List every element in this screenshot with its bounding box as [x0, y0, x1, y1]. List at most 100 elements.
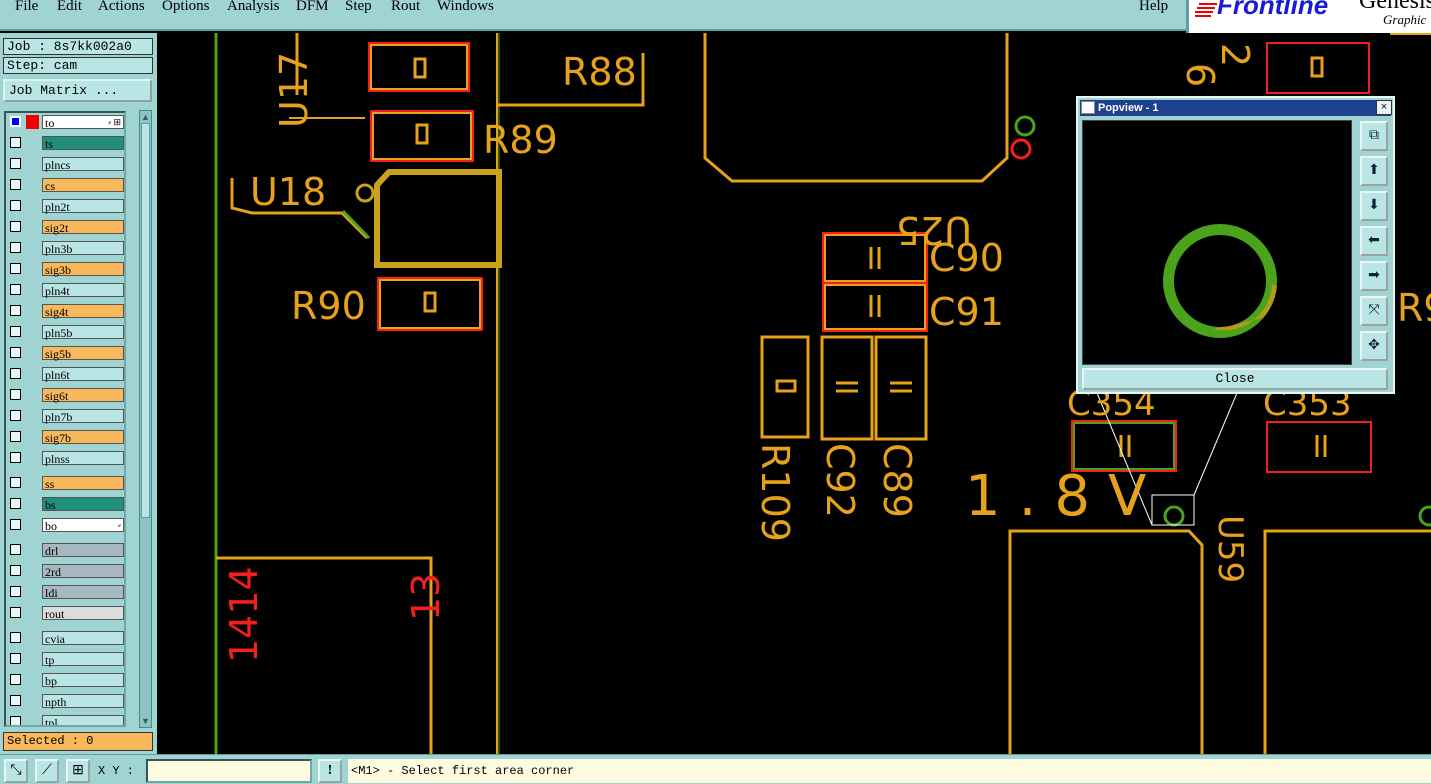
- layer-checkbox[interactable]: [10, 158, 21, 169]
- layer-checkbox[interactable]: [10, 242, 21, 253]
- menu-help[interactable]: Help: [1139, 0, 1169, 14]
- layer-row-2rd[interactable]: 2rd: [8, 564, 124, 579]
- layer-label[interactable]: tp: [42, 652, 124, 667]
- graphics-canvas[interactable]: U17 R88 R89 U18 U25 C90 C91 R90 R109 C92…: [157, 31, 1431, 754]
- layer-checkbox[interactable]: [10, 305, 21, 316]
- layer-label[interactable]: drl: [42, 543, 124, 558]
- layer-label[interactable]: ss: [42, 476, 124, 491]
- layer-label[interactable]: sig3b: [42, 262, 124, 277]
- menu-dfm[interactable]: DFM: [296, 0, 329, 14]
- popview-canvas[interactable]: [1082, 120, 1352, 365]
- menu-rout[interactable]: Rout: [391, 0, 421, 14]
- layer-checkbox[interactable]: [10, 221, 21, 232]
- layer-label[interactable]: ts: [42, 136, 124, 151]
- layer-label[interactable]: sig7b: [42, 430, 124, 445]
- layer-label[interactable]: 2rd: [42, 564, 124, 579]
- layer-row-npth[interactable]: npth: [8, 694, 124, 709]
- pcb-view[interactable]: U17 R88 R89 U18 U25 C90 C91 R90 R109 C92…: [157, 31, 1431, 754]
- layer-row-cs[interactable]: cs: [8, 178, 124, 193]
- layer-checkbox[interactable]: [10, 389, 21, 400]
- layer-checkbox[interactable]: [10, 116, 21, 127]
- layer-row-rout[interactable]: rout: [8, 606, 124, 621]
- layer-row-pln4t[interactable]: pln4t: [8, 283, 124, 298]
- layer-label[interactable]: sig2t: [42, 220, 124, 235]
- layer-checkbox[interactable]: [10, 431, 21, 442]
- layer-checkbox[interactable]: [10, 674, 21, 685]
- layer-checkbox[interactable]: [10, 544, 21, 555]
- layer-checkbox[interactable]: [10, 653, 21, 664]
- menu-step[interactable]: Step: [345, 0, 372, 14]
- layer-label[interactable]: rout: [42, 606, 124, 621]
- layer-checkbox[interactable]: [10, 452, 21, 463]
- layer-row-ts[interactable]: ts: [8, 136, 124, 151]
- scroll-down-icon[interactable]: ▼: [141, 716, 150, 726]
- pan-right-icon[interactable]: ➡: [1360, 261, 1388, 291]
- menu-actions[interactable]: Actions: [98, 0, 145, 14]
- zoom-window-icon[interactable]: ⤡: [4, 759, 28, 783]
- job-matrix-button[interactable]: Job Matrix ...: [3, 79, 152, 102]
- layer-row-pln3b[interactable]: pln3b: [8, 241, 124, 256]
- layer-label[interactable]: tpl: [42, 715, 124, 725]
- layer-row-tp[interactable]: tp: [8, 652, 124, 667]
- layer-checkbox[interactable]: [10, 586, 21, 597]
- layer-row-sig7b[interactable]: sig7b: [8, 430, 124, 445]
- layer-label[interactable]: cs: [42, 178, 124, 193]
- layer-label[interactable]: to: [42, 115, 124, 130]
- layer-checkbox[interactable]: [10, 477, 21, 488]
- layer-checkbox[interactable]: [10, 410, 21, 421]
- zoom-out-icon[interactable]: ✥: [1360, 331, 1388, 361]
- zoom-extents-icon[interactable]: ⧉: [1360, 121, 1388, 151]
- layer-checkbox[interactable]: [10, 632, 21, 643]
- scroll-thumb[interactable]: [141, 123, 150, 518]
- layer-checkbox[interactable]: [10, 519, 21, 530]
- popview-close-button[interactable]: Close: [1082, 368, 1388, 390]
- layer-row-bo[interactable]: bo⸗: [8, 518, 124, 533]
- layer-row-bp[interactable]: bp: [8, 673, 124, 688]
- layer-row-sig2t[interactable]: sig2t: [8, 220, 124, 235]
- zoom-in-icon[interactable]: ⤧: [1360, 296, 1388, 326]
- pan-down-icon[interactable]: ⬇: [1360, 191, 1388, 221]
- layer-list[interactable]: to⸗ ⊞ ts plncs cs pln2t sig2t pln3b sig3b pln4t s…: [4, 111, 126, 727]
- layer-row-sig3b[interactable]: sig3b: [8, 262, 124, 277]
- layer-row-sig5b[interactable]: sig5b: [8, 346, 124, 361]
- layer-label[interactable]: pln4t: [42, 283, 124, 298]
- xy-input[interactable]: [146, 759, 312, 783]
- layer-checkbox[interactable]: [10, 607, 21, 618]
- layer-label[interactable]: pln3b: [42, 241, 124, 256]
- layer-label[interactable]: pln2t: [42, 199, 124, 214]
- layer-checkbox[interactable]: [10, 200, 21, 211]
- layer-label[interactable]: cvia: [42, 631, 124, 646]
- layer-label[interactable]: plncs: [42, 157, 124, 172]
- layer-label[interactable]: bs: [42, 497, 124, 512]
- layer-row-bs[interactable]: bs: [8, 497, 124, 512]
- pan-left-icon[interactable]: ⬅: [1360, 226, 1388, 256]
- layer-checkbox[interactable]: [10, 179, 21, 190]
- layer-checkbox[interactable]: [10, 284, 21, 295]
- layer-row-drl[interactable]: drl: [8, 543, 124, 558]
- layer-list-scrollbar[interactable]: ▲ ▼: [139, 110, 152, 728]
- layer-label[interactable]: pln6t: [42, 367, 124, 382]
- layer-row-ldi[interactable]: ldi: [8, 585, 124, 600]
- layer-label[interactable]: ldi: [42, 585, 124, 600]
- layer-label[interactable]: sig6t: [42, 388, 124, 403]
- layer-row-ss[interactable]: ss: [8, 476, 124, 491]
- menu-windows[interactable]: Windows: [437, 0, 494, 14]
- popview-title[interactable]: Popview - 1: [1080, 100, 1391, 116]
- layer-label[interactable]: pln5b: [42, 325, 124, 340]
- layer-checkbox[interactable]: [10, 695, 21, 706]
- layer-checkbox[interactable]: [10, 716, 21, 725]
- layer-checkbox[interactable]: [10, 326, 21, 337]
- layer-row-to[interactable]: to⸗ ⊞: [8, 115, 124, 130]
- pan-up-icon[interactable]: ⬆: [1360, 156, 1388, 186]
- layer-label[interactable]: npth: [42, 694, 124, 709]
- layer-checkbox[interactable]: [10, 498, 21, 509]
- layer-checkbox[interactable]: [10, 263, 21, 274]
- layer-label[interactable]: sig5b: [42, 346, 124, 361]
- grid-icon[interactable]: ⊞: [66, 759, 90, 783]
- layer-row-cvia[interactable]: cvia: [8, 631, 124, 646]
- layer-label[interactable]: sig4t: [42, 304, 124, 319]
- close-icon[interactable]: ×: [1376, 100, 1392, 115]
- menu-edit[interactable]: Edit: [57, 0, 82, 14]
- layer-row-tpl[interactable]: tpl: [8, 715, 124, 725]
- layer-label[interactable]: plnss: [42, 451, 124, 466]
